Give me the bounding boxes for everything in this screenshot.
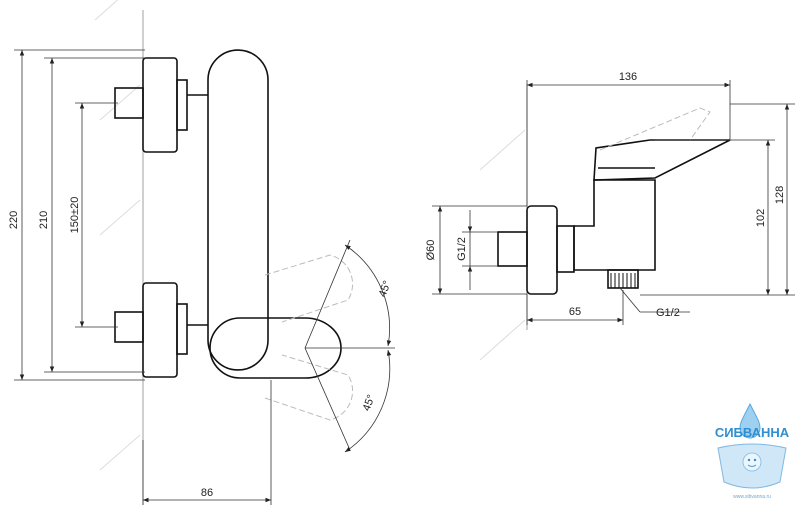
lower-inlet-stub	[114, 311, 144, 343]
side-lever-ghost	[599, 107, 711, 151]
logo-name: СИБВАННА	[715, 425, 790, 440]
front-dimension-labels: 220 210 150±20 86 45° 45°	[8, 197, 394, 499]
dim-thread-inlet: G1/2	[456, 237, 468, 261]
front-dimensions	[14, 49, 395, 505]
dim-height: 210	[38, 211, 50, 229]
side-body	[573, 179, 656, 271]
lower-escutcheon	[142, 282, 178, 378]
dim-overall-height: 220	[8, 211, 20, 229]
angle-lower-label: 45°	[361, 393, 378, 413]
angle-upper-label: 45°	[377, 279, 394, 299]
dim-height-total: 128	[774, 186, 786, 204]
side-inlet-stub	[497, 231, 528, 267]
side-dimensions	[432, 80, 795, 325]
lever-handle	[209, 317, 342, 379]
water-drop-icon	[739, 402, 761, 439]
dim-center-distance: 150±20	[69, 197, 81, 234]
sibvanna-logo: СИБВАННА www.sibvanna.ru	[715, 402, 790, 500]
side-escutcheon	[526, 205, 558, 295]
dim-thread-outlet: G1/2	[656, 307, 680, 319]
dim-height-outlet: 102	[755, 209, 767, 227]
side-dimension-labels: 136 128 102 Ø60 G1/2 65 G1/2	[425, 71, 786, 319]
upper-escutcheon	[142, 57, 178, 153]
dim-diameter: Ø60	[425, 240, 437, 261]
side-view	[497, 85, 731, 330]
dim-offset: 65	[569, 306, 581, 318]
dim-width: 86	[201, 487, 213, 499]
outlet-thread	[610, 273, 636, 288]
wall-hatching	[94, 0, 526, 471]
mixer-body	[207, 49, 269, 371]
side-lever	[593, 139, 731, 181]
logo-url: www.sibvanna.ru	[733, 494, 771, 500]
dim-depth: 136	[619, 71, 637, 83]
front-view	[114, 10, 342, 505]
